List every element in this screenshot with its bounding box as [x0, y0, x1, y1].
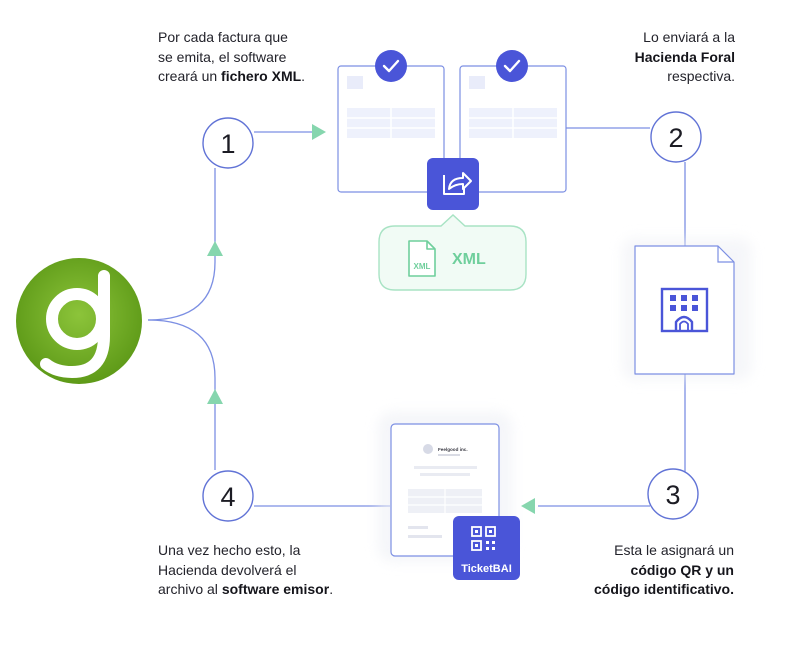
ticketbai-label: TicketBAI [461, 563, 512, 575]
company-logo-icon [423, 444, 433, 454]
arrow-right-to-docs [312, 124, 326, 140]
arrow-left-to-receipt [521, 498, 535, 514]
step1-line1: Por cada factura que [158, 29, 288, 45]
xml-document-left [337, 65, 445, 193]
step2-bold: Hacienda Foral [634, 48, 735, 65]
step-number: 3 [665, 480, 680, 510]
arrow-heads [207, 124, 535, 514]
step-number: 4 [220, 482, 235, 512]
step1-line3-pre: creará un [158, 68, 222, 84]
step1-line3-post: . [301, 68, 306, 84]
hacienda-document [634, 245, 735, 375]
ticketbai-badge: TicketBAI [453, 516, 520, 580]
step-circle-4: 4 [202, 470, 254, 522]
arrow-up-to-step1-from-step4 [207, 389, 223, 404]
step-circle-3: 3 [647, 468, 699, 520]
step3-description: Esta le asignará un código QR y un códig… [574, 541, 734, 600]
step4-line2: Hacienda devolverá el [158, 561, 297, 578]
step4-line3-post: . [329, 581, 334, 597]
step2-line3: respectiva. [667, 68, 735, 84]
connector-lines [147, 127, 686, 507]
g-logo [16, 258, 142, 384]
qr-code-icon [471, 526, 496, 551]
step1-line2: se emita, el software [158, 48, 287, 65]
step4-line3-pre: archivo al [158, 581, 222, 597]
branch-up-line [147, 168, 216, 321]
step2-description: Lo enviará a la Hacienda Foral respectiv… [560, 28, 735, 87]
step-number: 2 [668, 123, 683, 153]
share-icon [427, 158, 479, 210]
step-circle-2: 2 [650, 111, 702, 163]
check-icon [375, 50, 407, 82]
step-number: 1 [220, 129, 235, 159]
building-icon [660, 287, 709, 333]
receipt-company: Feelgood inc. [438, 447, 468, 452]
xml-label: XML [452, 251, 486, 268]
step1-bold: fichero XML [221, 68, 302, 84]
xml-file-icon: XML [408, 240, 436, 277]
step4-line1: Una vez hecho esto, la [158, 542, 301, 558]
check-icon [496, 50, 528, 82]
xml-file-label: XML [414, 262, 431, 271]
step1-description: Por cada factura que se emita, el softwa… [158, 28, 348, 87]
xml-bubble: XML XML [378, 214, 527, 291]
step2-line1: Lo enviará a la [643, 29, 735, 45]
step3-bold1: código QR y un [630, 561, 734, 578]
step4-description: Una vez hecho esto, la Hacienda devolver… [158, 541, 378, 600]
arrow-up-to-step1 [207, 241, 223, 256]
step3-line1: Esta le asignará un [614, 542, 734, 558]
step4-bold: software emisor [221, 581, 330, 597]
step3-bold2: código identificativo. [593, 581, 734, 597]
branch-down-line [147, 319, 216, 470]
xml-document-right [459, 65, 567, 193]
step-circle-1: 1 [202, 117, 254, 169]
